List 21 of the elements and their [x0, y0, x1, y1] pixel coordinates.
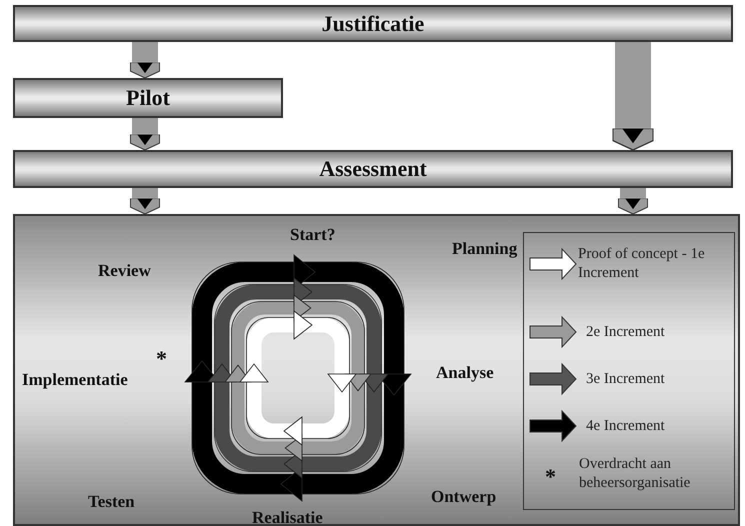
phase-label: Implementatie — [22, 371, 128, 388]
phase-label: Planning — [452, 240, 518, 257]
phase-label: Start? — [290, 226, 336, 243]
phase-label: Realisatie — [252, 509, 323, 526]
process-bar — [13, 150, 733, 188]
phase-label: Ontwerp — [431, 488, 496, 505]
phase-label: Testen — [88, 493, 135, 510]
legend-label: 3e Increment — [586, 370, 666, 389]
bar-label: Pilot — [126, 85, 170, 111]
legend-label: 2e Increment — [586, 323, 666, 342]
title-bar — [13, 5, 733, 42]
process-bar — [13, 78, 283, 118]
phase-label: Analyse — [436, 364, 494, 381]
asterisk-mark: * — [545, 466, 556, 488]
asterisk-mark: * — [156, 348, 167, 370]
phase-label: Review — [98, 262, 151, 279]
bar-label: Assessment — [319, 156, 427, 182]
legend-label: Proof of concept - 1e Increment — [578, 245, 706, 282]
bar-label: Justificatie — [322, 10, 424, 36]
legend-label: 4e Increment — [586, 417, 666, 436]
legend-label: Overdracht aan beheersorganisatie — [579, 455, 692, 492]
